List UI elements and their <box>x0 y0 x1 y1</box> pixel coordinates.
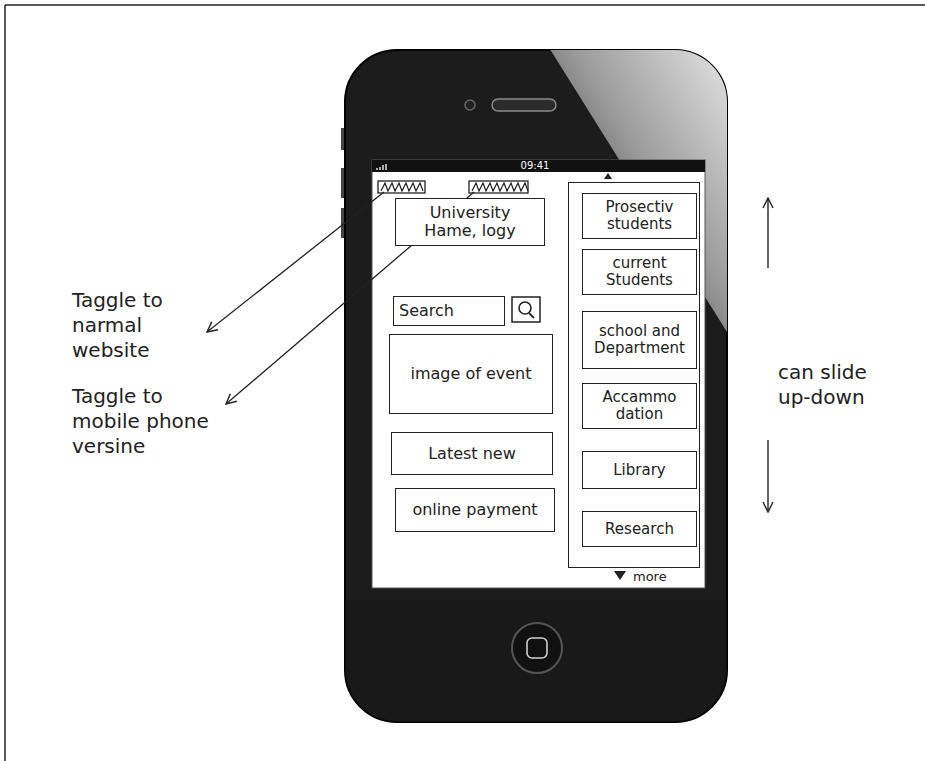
header-box: University Hame, logy <box>395 198 545 246</box>
magnifier-icon <box>529 313 534 318</box>
toggle-box <box>378 181 425 193</box>
box-label: image of event <box>411 365 532 383</box>
scroll-down-mark <box>614 571 626 580</box>
box-label: University Hame, logy <box>401 204 539 240</box>
home-button <box>512 623 562 673</box>
annotation: can slide up-down <box>778 360 876 410</box>
scribble <box>381 183 423 191</box>
payment-box: online payment <box>395 488 555 532</box>
box-label: Latest new <box>428 445 516 463</box>
leader-line <box>207 192 384 332</box>
menu-item: Accammo dation <box>582 383 697 429</box>
box-label: Research <box>605 521 674 538</box>
earpiece <box>492 99 556 111</box>
status-time: 09:41 <box>500 160 570 172</box>
slide-arrow <box>767 198 768 268</box>
menu-item: Research <box>582 511 697 547</box>
box-label: Search <box>399 302 454 320</box>
slide-arrow <box>767 440 768 512</box>
menu-item: current Students <box>582 249 697 295</box>
box-label: Library <box>613 462 665 479</box>
more-label: more <box>633 570 683 585</box>
box-label: current Students <box>588 255 691 289</box>
box-label: Accammo dation <box>588 389 691 423</box>
magnifier-icon <box>519 302 531 314</box>
frame-line <box>4 5 6 761</box>
box-label: online payment <box>412 501 537 519</box>
screen <box>372 160 705 588</box>
menu-item: Prosectiv students <box>582 193 697 239</box>
search-button <box>512 297 540 322</box>
scribble <box>472 183 528 191</box>
menu-panel: moreProsectiv studentscurrent Studentssc… <box>568 182 700 568</box>
status-bar <box>372 160 705 172</box>
box-label: Prosectiv students <box>588 199 691 233</box>
search-box: Search <box>393 296 505 326</box>
scroll-up-mark <box>604 173 612 179</box>
menu-item: school and Department <box>582 311 697 369</box>
annotation: Taggle to narmal website <box>72 288 192 363</box>
box-label: school and Department <box>588 323 691 357</box>
home-icon <box>527 638 547 658</box>
toggle-box <box>469 181 528 193</box>
phone-chin <box>345 600 727 722</box>
camera <box>465 100 475 110</box>
annotation: Taggle to mobile phone versine <box>72 384 222 459</box>
news-box: Latest new <box>391 432 553 475</box>
signal-icon <box>377 164 386 170</box>
menu-item: Library <box>582 451 697 489</box>
image-box: image of event <box>389 334 553 414</box>
frame-line <box>5 4 925 6</box>
